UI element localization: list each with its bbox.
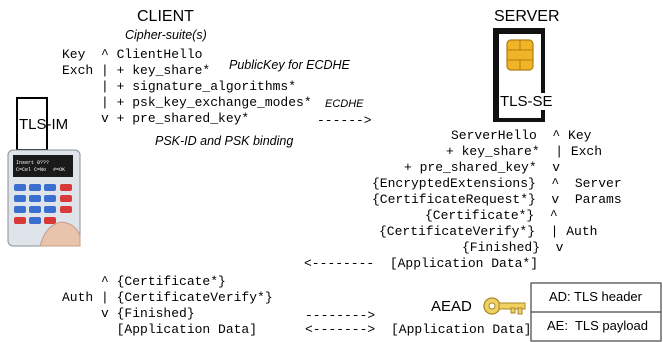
svg-text:#=OK: #=OK (53, 167, 65, 173)
client-flight-line: Key ^ ClientHello (62, 47, 203, 62)
server-flight-line: <-------- [Application Data*] (304, 256, 539, 271)
client-auth-line: [Application Data] (62, 322, 258, 337)
svg-text:Insert 0???: Insert 0??? (16, 160, 49, 166)
aead-ae-row: AE: TLS payload (547, 318, 648, 333)
client-flight-line: | + psk_key_exchange_modes* (62, 95, 312, 110)
finished-arrow: --------> (305, 308, 376, 323)
psk-binding-annotation: PSK-ID and PSK binding (155, 134, 294, 148)
server-flight-line: ServerHello ^ Key (451, 128, 592, 143)
aead-label: AEAD (431, 298, 472, 315)
ecdhe-annotation: ECDHE (325, 98, 364, 110)
client-auth-line: Auth | {CertificateVerify*} (62, 290, 273, 305)
aead-ad-row: AD: TLS header (549, 289, 642, 304)
cipher-suites-annotation: Cipher-suite(s) (125, 28, 207, 42)
client-flight-line: Exch | + key_share* (62, 63, 211, 78)
server-flight-line: {EncryptedExtensions} ^ Server (372, 176, 622, 191)
server-flight-line: + pre_shared_key* v (404, 160, 561, 175)
server-appdata: [Application Data] (391, 322, 532, 337)
svg-text:C=Cel C=No: C=Cel C=No (16, 167, 46, 173)
client-hello-arrow: ------> (317, 113, 372, 128)
server-flight-line: {Finished} v (462, 240, 564, 255)
publickey-annotation: PublicKey for ECDHE (229, 58, 350, 72)
server-flight-line: {CertificateRequest*} v Params (372, 192, 622, 207)
server-flight-line: {CertificateVerify*} | Auth (379, 224, 598, 239)
appdata-arrow: <-------> (305, 322, 376, 337)
tls-se-label: TLS-SE (500, 93, 553, 110)
tls-im-label: TLS-IM (19, 116, 69, 133)
client-flight-line: v + pre_shared_key* (62, 111, 250, 126)
server-flight-line: {Certificate*} ^ (425, 208, 558, 223)
client-header: CLIENT (137, 8, 194, 25)
client-flight-line: | + signature_algorithms* (62, 79, 297, 94)
key-icon (483, 297, 526, 315)
client-auth-line: ^ {Certificate*} (62, 274, 226, 289)
server-header: SERVER (494, 8, 560, 25)
client-auth-line: v {Finished} (62, 306, 195, 321)
server-flight-line: + key_share* | Exch (446, 144, 603, 159)
phone-keypad-icon: Insert 0??? C=Cel C=No #=OK (7, 149, 81, 247)
